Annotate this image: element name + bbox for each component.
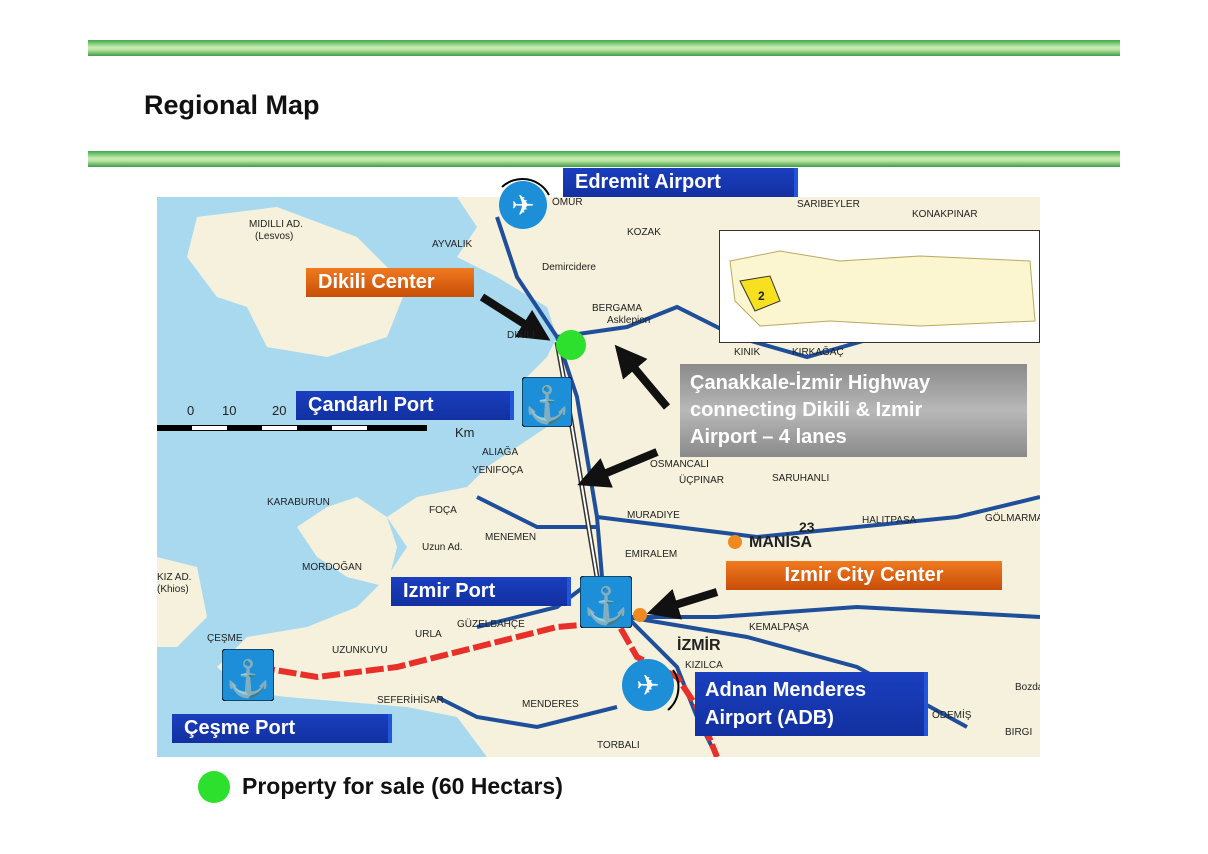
legend-label: Property for sale (60 Hectars) bbox=[242, 773, 563, 799]
anchor-icon: ⚓ bbox=[521, 376, 573, 432]
place-label: ÖMÜR bbox=[552, 197, 583, 208]
place-label: KIRKAĞAÇ bbox=[792, 347, 844, 358]
airport-icon: ✈ bbox=[497, 175, 553, 236]
place-label: KONAKPINAR bbox=[912, 209, 978, 220]
turkey-inset: 2 bbox=[719, 230, 1040, 343]
place-label: Bozdağ bbox=[1015, 682, 1040, 693]
svg-text:✈: ✈ bbox=[511, 190, 534, 221]
place-label: BIRGI bbox=[1005, 727, 1033, 738]
inset-region-label: 2 bbox=[758, 289, 765, 303]
place-label: KOZAK bbox=[627, 227, 661, 238]
place-label: UZUNKUYU bbox=[332, 645, 388, 656]
place-label: URLA bbox=[415, 629, 442, 640]
place-label: BERGAMA bbox=[592, 303, 643, 314]
place-label: YENIFOÇA bbox=[472, 465, 524, 476]
place-label: Asklepion bbox=[607, 315, 651, 326]
izmir-port-callout: Izmir Port bbox=[391, 577, 571, 606]
karaburun-peninsula bbox=[297, 497, 397, 587]
place-label: DIKILI bbox=[507, 330, 535, 341]
place-label: TORBALI bbox=[597, 740, 640, 751]
title-divider bbox=[88, 151, 1120, 167]
place-label: MENEMEN bbox=[485, 532, 537, 543]
lesvos-island bbox=[187, 207, 407, 357]
place-label: GÜZELBAHÇE bbox=[457, 619, 525, 630]
scale-tick: 0 bbox=[187, 403, 195, 418]
legend-property-marker bbox=[198, 771, 230, 803]
scale-tick: 20 bbox=[272, 403, 287, 418]
place-label: Uzun Ad. bbox=[422, 542, 463, 553]
place-label: KEMALPAŞA bbox=[749, 622, 809, 633]
cesme-port-callout: Çeşme Port bbox=[172, 714, 392, 743]
place-label: MURADIYE bbox=[627, 510, 680, 521]
place-label: Demircidere bbox=[542, 262, 596, 273]
airport-line: Adnan Menderes bbox=[705, 679, 867, 701]
place-label: KIZILCA bbox=[685, 660, 723, 671]
place-label: 23 bbox=[799, 519, 815, 535]
anchor-icon: ⚓ bbox=[221, 648, 275, 706]
place-label: SARIBEYLER bbox=[797, 199, 860, 210]
place-label: MANİSA bbox=[749, 534, 813, 551]
place-label: HALITPASA bbox=[862, 515, 917, 526]
page-title: Regional Map bbox=[144, 90, 320, 120]
place-label: SARUHANLI bbox=[772, 473, 830, 484]
place-label: KARABURUN bbox=[267, 497, 330, 508]
svg-text:⚓: ⚓ bbox=[584, 585, 629, 626]
place-label: MIDILLI AD. bbox=[249, 219, 303, 230]
highway-line: Çanakkale-İzmir Highway bbox=[690, 372, 931, 394]
airport-line: Airport (ADB) bbox=[705, 707, 834, 729]
svg-text:⚓: ⚓ bbox=[226, 658, 271, 699]
property-marker bbox=[556, 330, 586, 360]
place-label: OSMANCALI bbox=[650, 459, 709, 470]
place-label: AYVALIK bbox=[432, 239, 473, 250]
izmir-city-center-callout: Izmir City Center bbox=[726, 561, 1002, 590]
place-label: FOÇA bbox=[429, 505, 457, 516]
svg-text:✈: ✈ bbox=[636, 670, 659, 701]
dikili-center-callout: Dikili Center bbox=[306, 268, 474, 297]
scale-tick: 10 bbox=[222, 403, 237, 418]
place-label: GÖLMARMARA bbox=[985, 513, 1040, 524]
place-label: SEFERİHİSAR bbox=[377, 695, 444, 706]
edremit-airport-callout: Edremit Airport bbox=[563, 168, 798, 197]
place-label: (Lesvos) bbox=[255, 231, 294, 242]
pointer-arrows bbox=[479, 293, 719, 620]
airport-icon: ✈ bbox=[618, 655, 682, 724]
place-label: ÖDEMİŞ bbox=[932, 710, 972, 721]
regional-map: 2 0 10 20 Km MIDILLI AD. (Lesvos) AYVALI… bbox=[157, 197, 1040, 757]
place-label: KIZ AD. bbox=[157, 572, 192, 583]
highway-line: connecting Dikili & Izmir bbox=[690, 399, 923, 421]
place-label: ÜÇPINAR bbox=[679, 475, 725, 486]
scale-unit: Km bbox=[455, 425, 475, 440]
place-label: ALIAĞA bbox=[482, 447, 519, 458]
anchor-icon: ⚓ bbox=[579, 575, 633, 633]
place-label: ÇEŞME bbox=[207, 633, 243, 644]
place-label: KINIK bbox=[734, 347, 761, 358]
scale-bar bbox=[157, 425, 427, 431]
candarli-port-callout: Çandarlı Port bbox=[296, 391, 514, 420]
highway-line: Airport – 4 lanes bbox=[690, 426, 847, 448]
svg-text:⚓: ⚓ bbox=[525, 384, 570, 425]
place-label: MENDERES bbox=[522, 699, 579, 710]
top-divider bbox=[88, 40, 1120, 56]
place-label: İZMİR bbox=[677, 637, 721, 654]
adnan-menderes-airport-callout: Adnan Menderes Airport (ADB) bbox=[695, 672, 928, 736]
highway-callout: Çanakkale-İzmir Highway connecting Dikil… bbox=[680, 364, 1027, 457]
place-label: EMIRALEM bbox=[625, 549, 678, 560]
place-label: (Khios) bbox=[157, 584, 189, 595]
chios-island bbox=[157, 557, 207, 647]
place-label: MORDOĞAN bbox=[302, 562, 362, 573]
